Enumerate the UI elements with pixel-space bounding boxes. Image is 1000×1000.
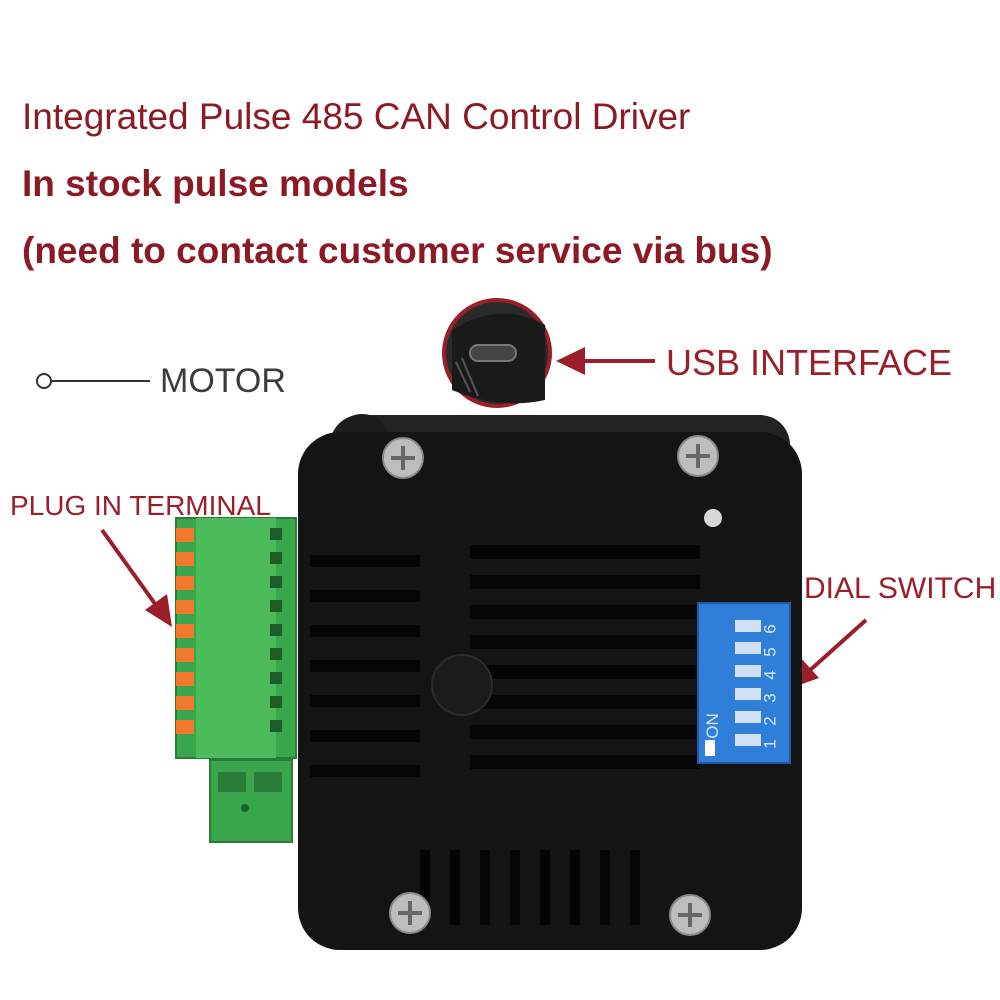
heatsink-body [298, 432, 802, 950]
plug-in-terminal [175, 517, 297, 759]
title-line-3: (need to contact customer service via bu… [22, 230, 773, 271]
usb-zoom-circle [442, 298, 552, 408]
center-boss [431, 654, 493, 716]
heatsink-fins [310, 545, 700, 925]
dial-switch-arrow [791, 618, 868, 688]
plug-terminal-arrow [100, 528, 172, 627]
screw-icon [677, 435, 719, 477]
usb-arrow [556, 347, 655, 375]
dip-position-label: 2 [760, 716, 780, 726]
plug-in-terminal-label: PLUG IN TERMINAL [10, 490, 271, 521]
motor-label: MOTOR [160, 362, 286, 400]
title-line-2: In stock pulse models [22, 163, 409, 204]
dip-position-label: 4 [760, 670, 780, 680]
power-terminal [209, 759, 293, 843]
dip-on-label: ON [702, 713, 722, 739]
indicator-dot [704, 509, 722, 527]
dip-position-label: 6 [760, 624, 780, 634]
motor-legend-line [36, 373, 150, 389]
title-line-1: Integrated Pulse 485 CAN Control Driver [22, 96, 691, 137]
dial-switch-label: DIAL SWITCH [804, 572, 997, 605]
screw-icon [382, 437, 424, 479]
screw-icon [669, 894, 711, 936]
dip-position-label: 1 [760, 739, 780, 749]
screw-icon [389, 892, 431, 934]
dip-position-label: 3 [760, 693, 780, 703]
dip-position-label: 5 [760, 647, 780, 657]
usb-interface-label: USB INTERFACE [666, 342, 953, 383]
dip-switch [697, 602, 791, 764]
usb-port-icon [469, 344, 517, 362]
